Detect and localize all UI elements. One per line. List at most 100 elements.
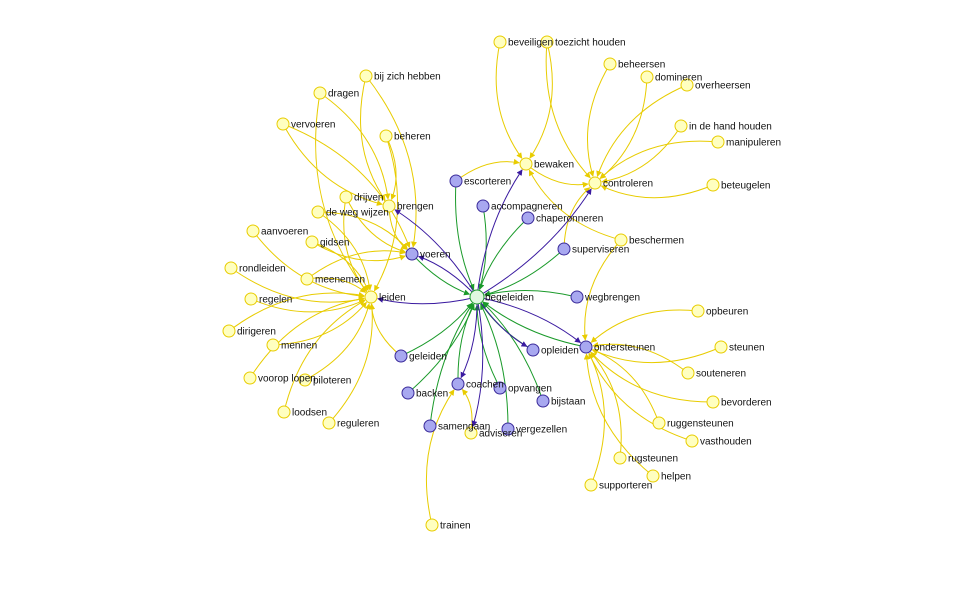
node-ruggensteunen[interactable] (652, 416, 666, 430)
node-label-ruggensteunen: ruggensteunen (667, 419, 734, 430)
nodes-layer (222, 35, 728, 532)
edge-steunen-to-ondersteunen (591, 346, 722, 364)
node-label-voeren: voeren (420, 250, 451, 261)
node-souteneren[interactable] (681, 366, 695, 380)
node-in-de-hand-houden[interactable] (674, 119, 688, 133)
node-begeleiden[interactable] (469, 289, 485, 305)
edge-superviseren-to-controleren (563, 187, 591, 250)
node-beteugelen[interactable] (706, 178, 720, 192)
node-label-geleiden: geleiden (409, 352, 447, 363)
edge-beveiligen-to-bewaken (495, 41, 523, 159)
node-rondleiden[interactable] (224, 261, 238, 275)
node-de-weg-wijzen[interactable] (311, 205, 325, 219)
node-label-rondleiden: rondleiden (239, 264, 286, 275)
node-meenemen[interactable] (300, 272, 314, 286)
node-vergezellen[interactable] (501, 422, 515, 436)
node-label-beheersen: beheersen (618, 60, 665, 71)
edge-voeren-to-begeleiden (411, 253, 471, 296)
node-helpen[interactable] (646, 469, 660, 483)
edge-escorteren-to-begeleiden (455, 180, 475, 291)
node-bewaken[interactable] (519, 157, 533, 171)
edge-ondersteunen-to-begeleiden (482, 301, 587, 348)
node-wegbrengen[interactable] (570, 290, 584, 304)
edge-beheren-to-brengen (385, 135, 397, 201)
node-bevorderen[interactable] (706, 395, 720, 409)
node-domineren[interactable] (640, 70, 654, 84)
edge-beheersen-to-controleren (587, 63, 611, 177)
node-escorteren[interactable] (449, 174, 463, 188)
node-controleren[interactable] (588, 176, 602, 190)
edge-superviseren-to-begeleiden (484, 248, 565, 297)
node-loodsen[interactable] (277, 405, 291, 419)
node-dirigeren[interactable] (222, 324, 236, 338)
node-dragen[interactable] (313, 86, 327, 100)
node-trainen[interactable] (425, 518, 439, 532)
node-label-in-de-hand-houden: in de hand houden (689, 122, 772, 133)
node-leiden[interactable] (364, 290, 378, 304)
node-opbeuren[interactable] (691, 304, 705, 318)
node-label-trainen: trainen (440, 521, 471, 532)
edge-begeleiden-to-controleren (476, 188, 592, 298)
node-coachen[interactable] (451, 377, 465, 391)
node-vervoeren[interactable] (276, 117, 290, 131)
node-backen[interactable] (401, 386, 415, 400)
edge-bevorderen-to-ondersteunen (590, 351, 714, 403)
node-manipuleren[interactable] (711, 135, 725, 149)
node-opleiden[interactable] (526, 343, 540, 357)
node-aanvoeren[interactable] (246, 224, 260, 238)
edge-begeleiden-to-adviseren (471, 296, 484, 427)
node-rugsteunen[interactable] (613, 451, 627, 465)
node-regelen[interactable] (244, 292, 258, 306)
node-adviseren[interactable] (464, 426, 478, 440)
node-label-chaperonneren: chaperonneren (536, 214, 603, 225)
node-supporteren[interactable] (584, 478, 598, 492)
node-label-de-weg-wijzen: de weg wijzen (326, 208, 389, 219)
node-chaperonneren[interactable] (521, 211, 535, 225)
node-label-dirigeren: dirigeren (237, 327, 276, 338)
node-beheren[interactable] (379, 129, 393, 143)
node-voeren[interactable] (405, 247, 419, 261)
node-reguleren[interactable] (322, 416, 336, 430)
node-bij-zich-hebben[interactable] (359, 69, 373, 83)
node-bijstaan[interactable] (536, 394, 550, 408)
edge-reguleren-to-leiden (328, 303, 376, 424)
edge-de-weg-wijzen-to-leiden (317, 211, 373, 291)
node-label-bijstaan: bijstaan (551, 397, 585, 408)
edge-toezicht-houden-to-controleren (545, 41, 591, 179)
edges-layer (228, 41, 722, 526)
labels-layer: leidenvoerenbegeleidenondersteunenbewake… (237, 38, 781, 532)
node-voorop-lopen[interactable] (243, 371, 257, 385)
node-label-opleiden: opleiden (541, 346, 579, 357)
edge-opbeuren-to-ondersteunen (590, 309, 699, 343)
edge-vergezellen-to-begeleiden (480, 303, 509, 430)
node-label-regelen: regelen (259, 295, 292, 306)
node-drijven[interactable] (339, 190, 353, 204)
node-brengen[interactable] (382, 199, 396, 213)
node-gidsen[interactable] (305, 235, 319, 249)
node-label-mennen: mennen (281, 341, 317, 352)
node-superviseren[interactable] (557, 242, 571, 256)
node-beveiligen[interactable] (493, 35, 507, 49)
edge-beschermen-to-ondersteunen (581, 239, 622, 341)
node-label-reguleren: reguleren (337, 419, 379, 430)
node-samengaan[interactable] (423, 419, 437, 433)
node-label-voorop-lopen: voorop lopen (258, 374, 316, 385)
node-mennen[interactable] (266, 338, 280, 352)
edge-piloteren-to-leiden (304, 303, 371, 381)
node-beheersen[interactable] (603, 57, 617, 71)
node-geleiden[interactable] (394, 349, 408, 363)
node-vasthouden[interactable] (685, 434, 699, 448)
node-label-opvangen: opvangen (508, 384, 552, 395)
node-piloteren[interactable] (298, 373, 312, 387)
edge-meenemen-to-voeren (306, 248, 406, 280)
node-steunen[interactable] (714, 340, 728, 354)
node-overheersen[interactable] (680, 78, 694, 92)
node-accompagneren[interactable] (476, 199, 490, 213)
node-beschermen[interactable] (614, 233, 628, 247)
node-toezicht-houden[interactable] (540, 35, 554, 49)
edge-regelen-to-leiden (250, 298, 366, 313)
node-opvangen[interactable] (493, 381, 507, 395)
node-label-gidsen: gidsen (320, 238, 349, 249)
node-ondersteunen[interactable] (579, 340, 593, 354)
